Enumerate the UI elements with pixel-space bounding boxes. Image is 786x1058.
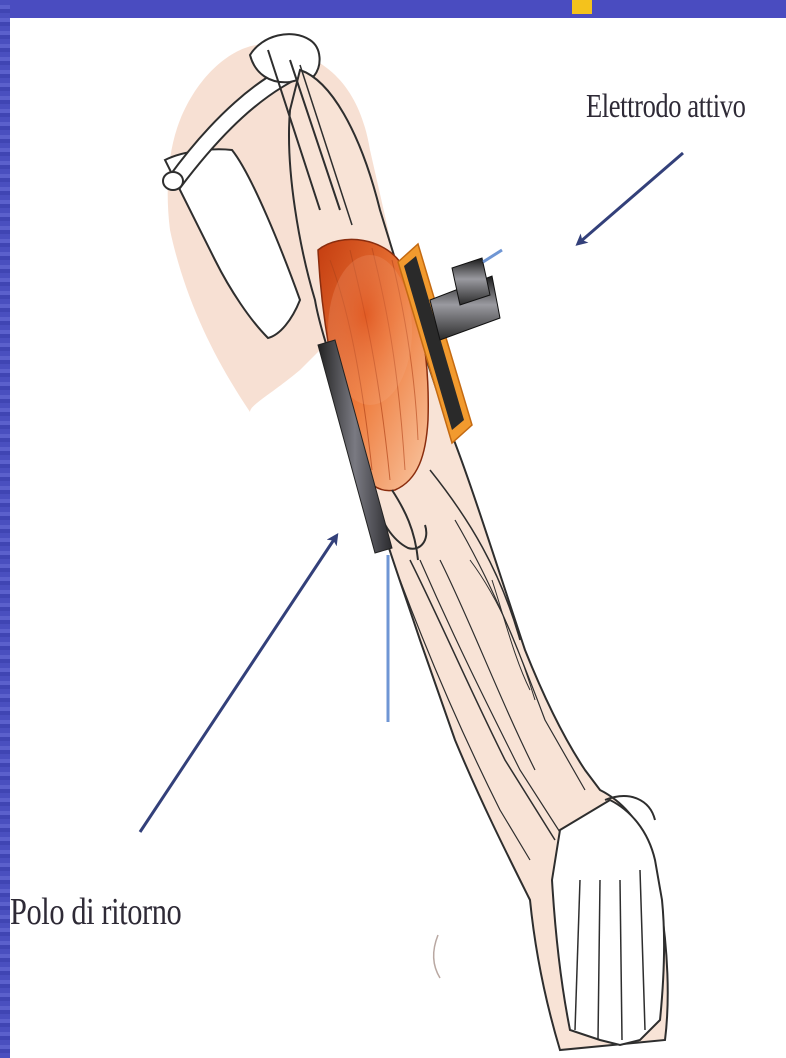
active-electrode-label: Elettrodo attivo [586,88,745,126]
return-pole-arrow [140,538,335,832]
clavicle-end [163,172,183,190]
active-electrode-arrow [580,153,683,242]
hand [552,800,664,1045]
return-pole-label: Polo di ritorno [10,890,181,934]
